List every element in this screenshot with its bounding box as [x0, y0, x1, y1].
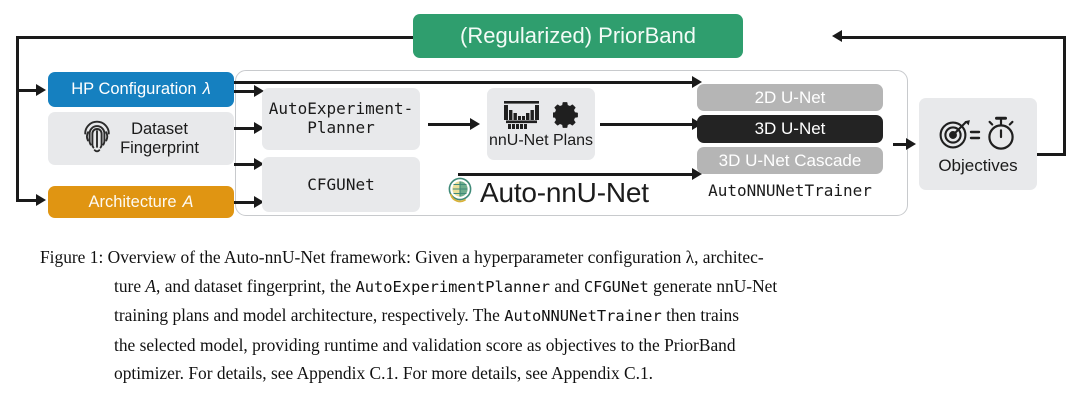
model-option-3d-unet-cascade-label: 3D U-Net Cascade [718, 150, 862, 170]
arrow-fingerprint-to-cfgunet [254, 158, 264, 170]
caption-line-1-text: Overview of the Auto-nnU-Net framework: … [107, 247, 764, 267]
arrow-trainer-to-objectives [906, 138, 916, 150]
line-hp-to-trainer [234, 81, 694, 84]
hp-configuration-label: HP Configuration [71, 80, 197, 99]
model-option-3d-unet-cascade[interactable]: 3D U-Net Cascade [697, 147, 883, 174]
line-architecture-to-cfgunet [234, 201, 256, 204]
objectives-label: Objectives [938, 155, 1018, 175]
caption-autonnunettrainer: AutoNNUNetTrainer [504, 307, 662, 325]
feedback-left-top-rail [16, 36, 416, 39]
feedback-top-rail [842, 36, 1066, 39]
caption-l2-c: , and dataset fingerprint, the [156, 275, 356, 296]
architecture-symbol: A [182, 192, 194, 211]
dataset-fingerprint-label-line2: Fingerprint [120, 138, 199, 157]
caption-l3-a: training plans and model architecture, r… [114, 305, 505, 325]
caption-cfgunet: CFGUNet [583, 277, 649, 296]
auto-experiment-planner-line1: AutoExperiment- [268, 99, 414, 119]
caption-line-5: optimizer. For details, see Appendix C.1… [114, 363, 654, 383]
line-trainer-to-objectives [893, 143, 909, 146]
caption-l2-a: ture [114, 275, 146, 296]
arrow-cfgunet-to-trainer [692, 168, 702, 180]
caption-figure-number: Figure 1: [40, 247, 104, 267]
cfgunet-label: CFGUNet [307, 174, 375, 194]
line-hp-to-planner [234, 90, 256, 93]
line-planner-to-plans [428, 123, 472, 126]
auto-experiment-planner-box[interactable]: AutoExperiment- Planner [262, 88, 420, 150]
feedback-right-rail [1063, 36, 1066, 156]
dataset-fingerprint-box[interactable]: Dataset Fingerprint [48, 112, 234, 165]
arrow-planner-to-plans [470, 118, 480, 130]
model-option-3d-unet[interactable]: 3D U-Net [697, 115, 883, 143]
arrow-into-hp-configuration [36, 84, 46, 96]
feedback-arrow-into-priorband [832, 30, 842, 42]
auto-nnunet-logo [447, 176, 473, 209]
auto-nnunet-trainer-label-wrap: AutoNNUNetTrainer [697, 178, 883, 202]
caption-l2-symbol: A [145, 275, 157, 296]
caption-l2-e: generate nnU-Net [648, 275, 778, 296]
arrow-hp-to-planner [254, 85, 264, 97]
arrow-into-architecture [36, 194, 46, 206]
unet-gear-icon [502, 99, 579, 131]
caption-line-3: training plans and model architecture, r… [40, 301, 1045, 331]
auto-nnunet-trainer-block: 2D U-Net 3D U-Net 3D U-Net Cascade AutoN… [697, 84, 893, 212]
caption-line-2: ture A, and dataset fingerprint, the Aut… [40, 272, 1045, 302]
cfgunet-box[interactable]: CFGUNet [262, 157, 420, 212]
priorband-optimizer-box[interactable]: (Regularized) PriorBand [413, 14, 743, 58]
line-plans-to-trainer [600, 123, 694, 126]
objectives-box[interactable]: Objectives [919, 98, 1037, 190]
arrow-architecture-to-cfgunet [254, 196, 264, 208]
caption-l2-d: and [550, 275, 584, 296]
model-option-3d-unet-label: 3D U-Net [754, 119, 826, 139]
auto-nnunet-trainer-label: AutoNNUNetTrainer [708, 180, 872, 200]
auto-nnunet-label: Auto-nnU-Net [480, 176, 649, 208]
model-option-2d-unet[interactable]: 2D U-Net [697, 84, 883, 111]
feedback-branch-hp [16, 89, 38, 92]
caption-line-4: the selected model, providing runtime an… [114, 334, 736, 355]
nnunet-plans-label: nnU-Net Plans [488, 131, 594, 149]
hp-configuration-box[interactable]: HP Configuration λ [48, 72, 234, 107]
caption-l3-b: then trains [661, 305, 739, 325]
feedback-branch-architecture [16, 199, 38, 202]
line-fingerprint-to-cfgunet [234, 163, 256, 166]
arrow-fingerprint-to-planner [254, 122, 264, 134]
caption-line-1: Figure 1: Overview of the Auto-nnU-Net f… [40, 243, 1045, 272]
line-fingerprint-to-planner [234, 127, 256, 130]
caption-autoexperimentplanner: AutoExperimentPlanner [355, 277, 551, 296]
target-stopwatch-icon [938, 113, 1018, 155]
arrow-hp-to-trainer [692, 76, 702, 88]
priorband-label: (Regularized) PriorBand [460, 22, 696, 48]
model-option-2d-unet-label: 2D U-Net [754, 87, 826, 107]
architecture-label: Architecture [88, 192, 177, 211]
figure-caption: Figure 1: Overview of the Auto-nnU-Net f… [40, 243, 1045, 388]
nnunet-plans-box[interactable]: nnU-Net Plans [487, 88, 595, 160]
dataset-fingerprint-label-line1: Dataset [131, 119, 188, 138]
auto-nnunet-branding: Auto-nnU-Net [447, 176, 692, 210]
architecture-box[interactable]: Architecture A [48, 186, 234, 218]
fingerprint-icon [83, 119, 111, 157]
hp-configuration-symbol: λ [202, 80, 211, 99]
line-cfgunet-to-trainer [458, 173, 694, 176]
auto-experiment-planner-line2: Planner [307, 118, 375, 137]
feedback-left-rail [16, 36, 19, 202]
